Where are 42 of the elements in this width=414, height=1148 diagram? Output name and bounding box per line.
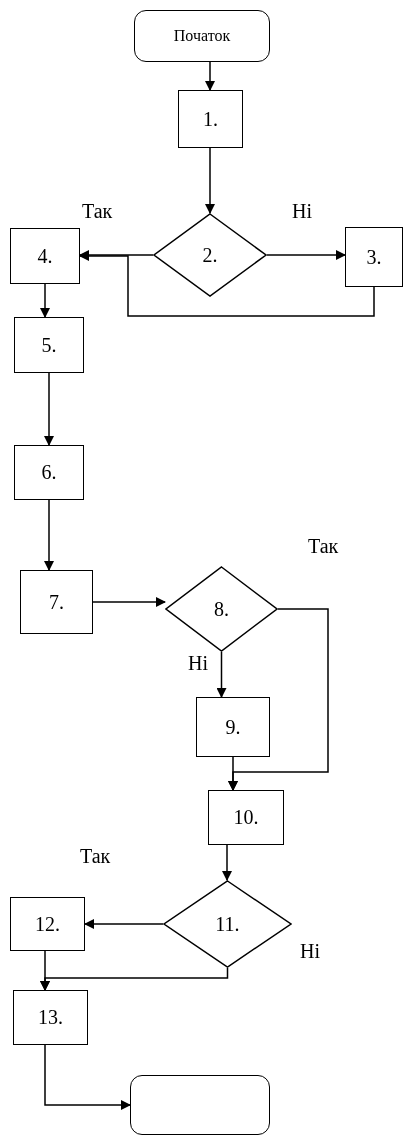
step-label: 12.	[35, 912, 60, 936]
decision-diamond	[165, 566, 278, 652]
step-label: 6.	[41, 461, 57, 484]
arrow	[84, 919, 164, 929]
decision-diamond	[153, 213, 267, 297]
step-label: 5.	[41, 333, 57, 357]
step-label: 3.	[366, 245, 382, 269]
arrow	[216, 651, 227, 698]
decision-diamond	[163, 880, 292, 968]
arrow	[228, 756, 238, 791]
step-label: 10.	[233, 806, 259, 829]
arrow	[222, 844, 232, 881]
arrow	[40, 950, 50, 991]
arrow	[205, 147, 215, 214]
arrow	[44, 1044, 131, 1110]
process-box	[20, 570, 93, 634]
arrow	[44, 499, 54, 571]
terminal-box	[134, 10, 270, 62]
step-label: 7.	[49, 590, 64, 614]
arrow	[92, 597, 166, 607]
process-box	[13, 990, 88, 1045]
step-label: 8.	[214, 597, 229, 621]
step-label: Початок	[173, 27, 231, 45]
step-label: 4.	[37, 244, 53, 268]
process-box	[14, 317, 84, 373]
process-box	[10, 897, 85, 951]
process-box	[14, 445, 84, 500]
process-box	[10, 228, 80, 284]
step-label: 9.	[225, 715, 241, 739]
step-label: 2.	[202, 243, 218, 267]
step-label: 11.	[215, 912, 240, 936]
arrow	[44, 372, 54, 446]
terminal-box	[130, 1075, 270, 1135]
process-box	[196, 697, 270, 757]
process-box	[345, 227, 403, 287]
process-box	[178, 90, 243, 148]
arrow	[266, 250, 346, 260]
arrow	[205, 61, 215, 91]
step-label: 13.	[38, 1006, 63, 1029]
step-label: 1.	[203, 107, 218, 131]
process-box	[208, 790, 284, 845]
arrow	[40, 283, 50, 318]
